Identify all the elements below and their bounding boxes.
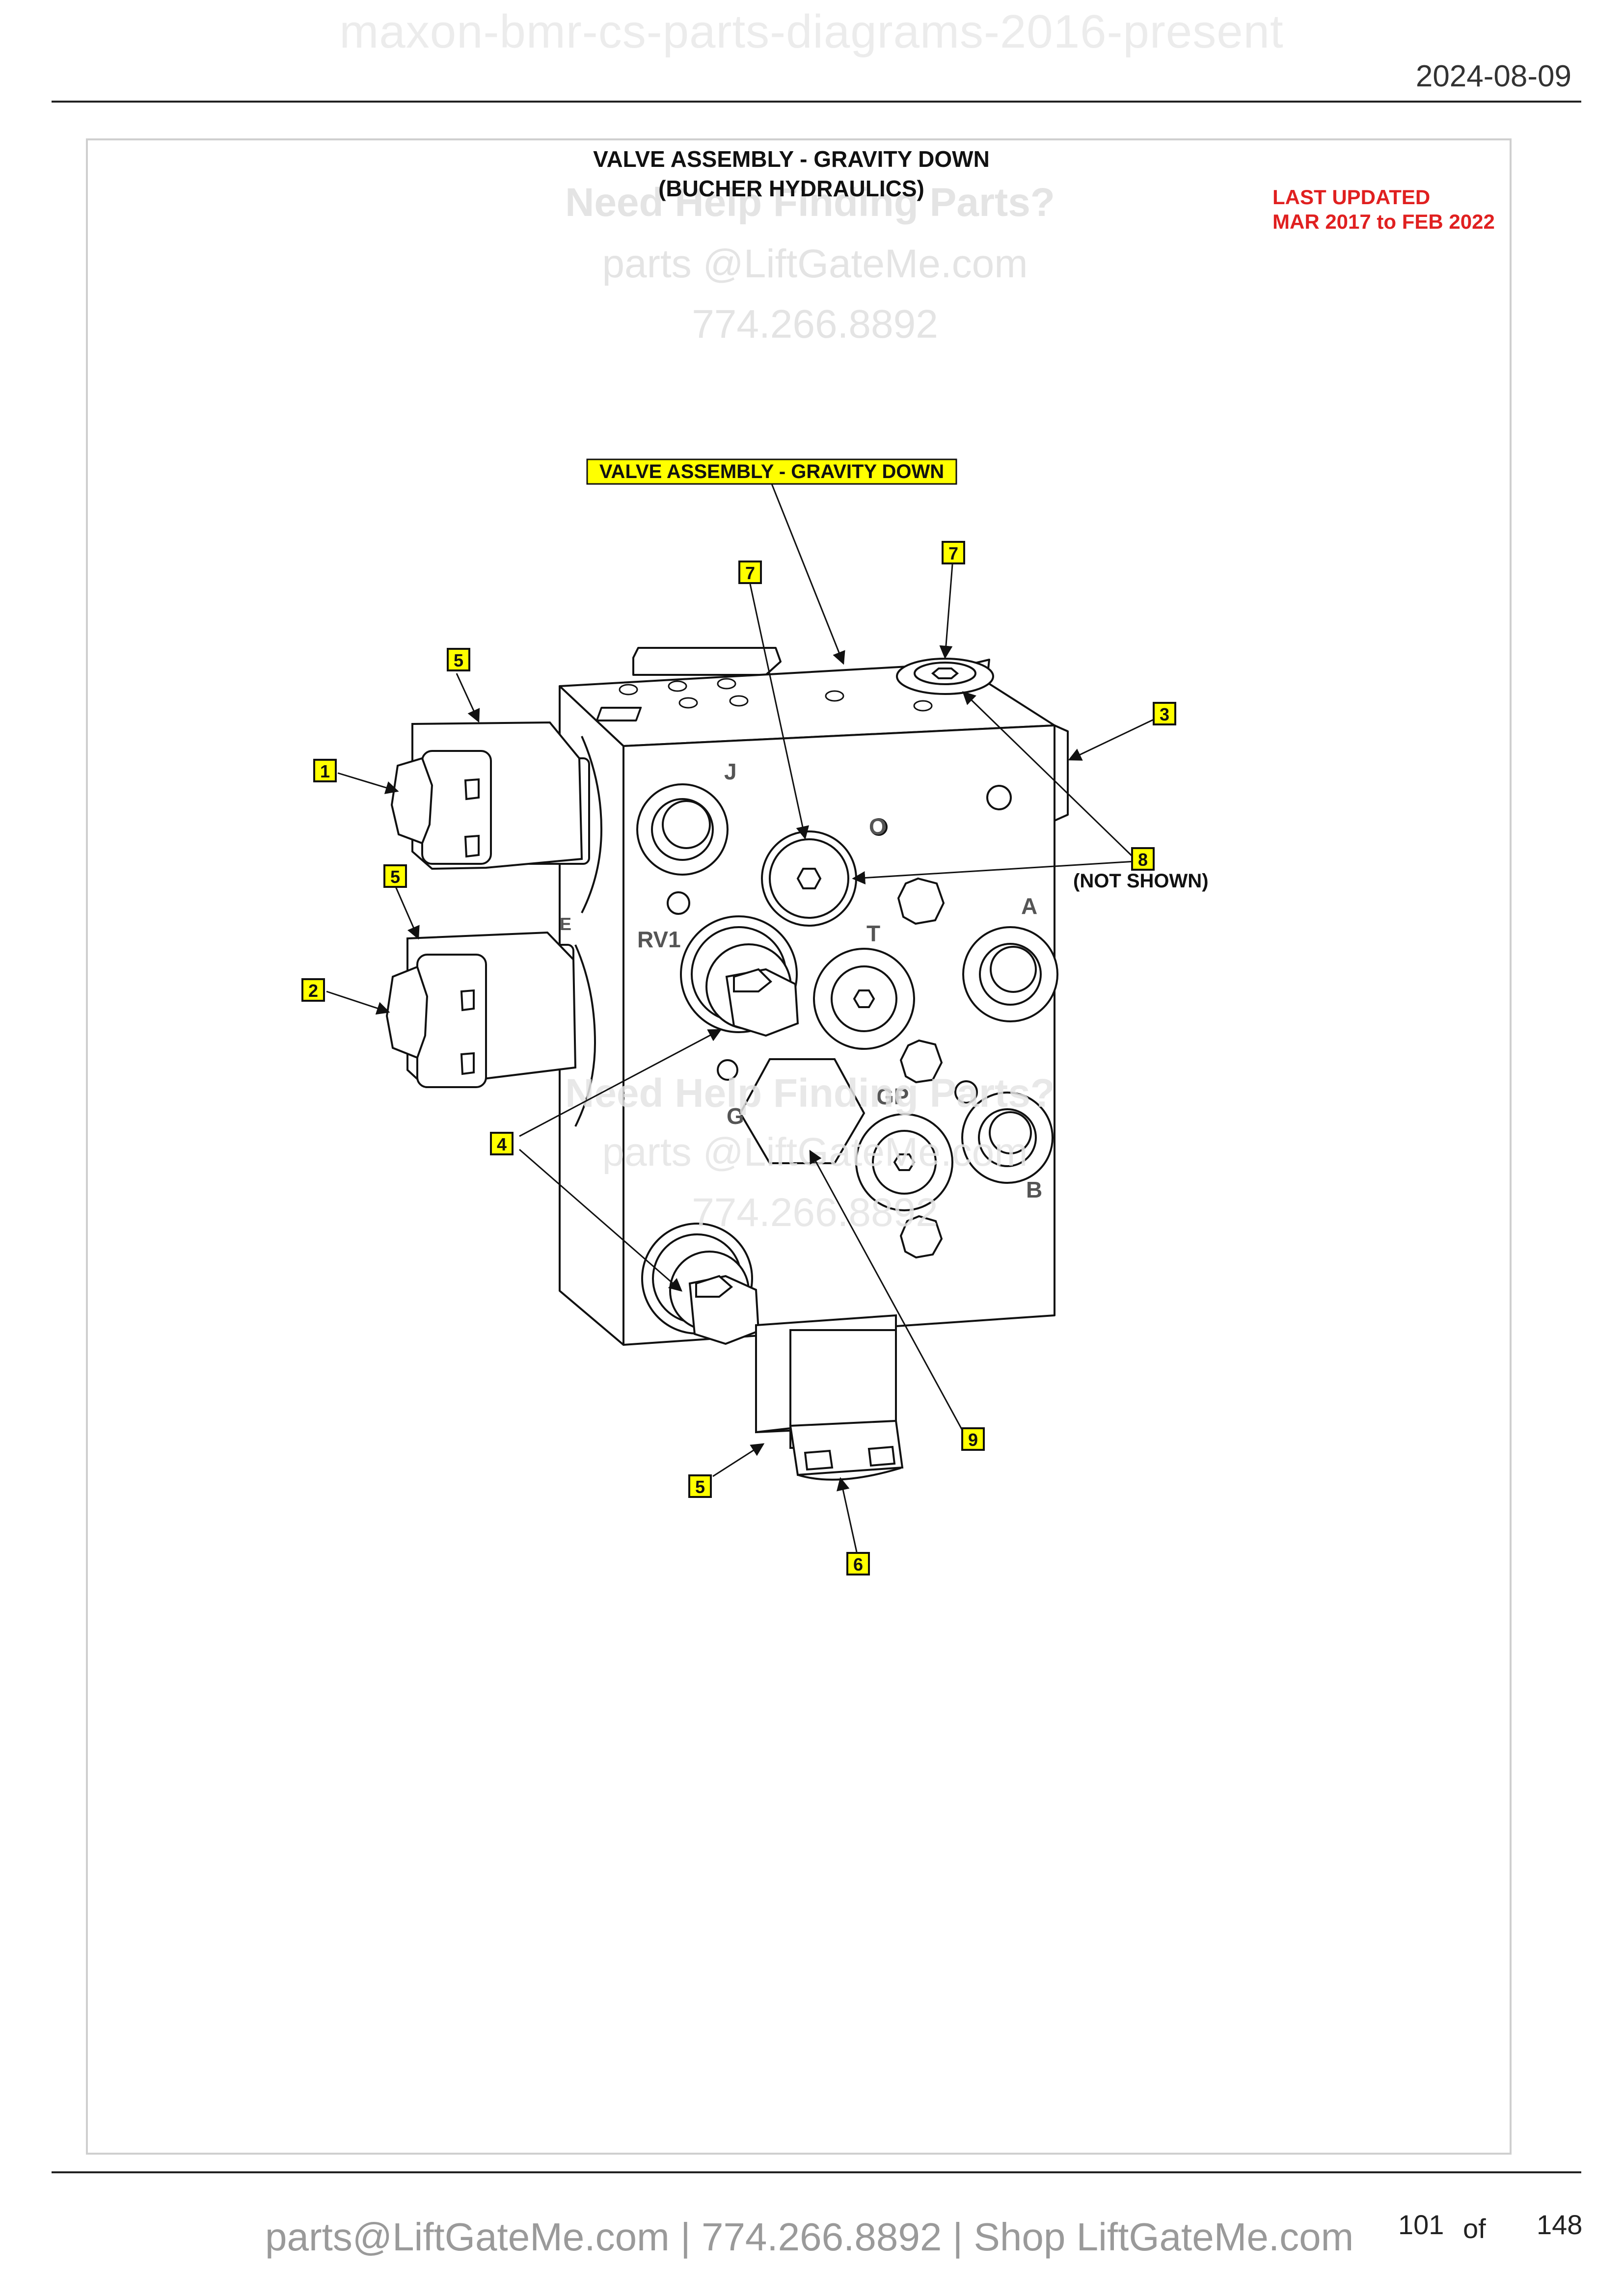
callout-8: 8	[1138, 850, 1148, 870]
diagram-subtitle: (BUCHER HYDRAULICS)	[658, 176, 924, 201]
not-shown-note: (NOT SHOWN)	[1073, 870, 1209, 892]
callout-7-right: 7	[948, 543, 958, 563]
watermark-phone-top: 774.266.8892	[692, 302, 938, 347]
callout-5-lower: 5	[390, 867, 400, 887]
watermark-email-mid: parts @LiftGateMe.com	[602, 1130, 1028, 1175]
callout-3: 3	[1160, 704, 1169, 724]
port-label-e: E	[560, 914, 571, 934]
callout-9: 9	[968, 1430, 978, 1450]
solenoid-upper	[390, 721, 603, 913]
watermark-phone-mid: 774.266.8892	[692, 1190, 938, 1235]
assembly-tag: VALVE ASSEMBLY - GRAVITY DOWN	[599, 461, 944, 482]
port-label-gp: GP	[876, 1084, 909, 1109]
top-holes	[619, 678, 933, 712]
callout-5-upper: 5	[454, 650, 463, 670]
assembly-tag-box	[586, 458, 957, 485]
callout-4: 4	[497, 1134, 507, 1154]
last-updated-range: MAR 2017 to FEB 2022	[1272, 210, 1495, 233]
page-number-current: 101	[1398, 2209, 1444, 2240]
port-label-t: T	[866, 921, 880, 946]
top-plug	[896, 658, 994, 695]
header-date: 2024-08-09	[1415, 59, 1571, 93]
diagram-frame	[86, 138, 1512, 2155]
doc-title-watermark: maxon-bmr-cs-parts-diagrams-2016-present	[339, 5, 1284, 58]
watermark-help-top: Need Help Finding Parts?	[565, 180, 1055, 225]
port-label-b: B	[1026, 1177, 1042, 1202]
diagram-title: VALVE ASSEMBLY - GRAVITY DOWN	[593, 146, 990, 172]
callout-5-bottom: 5	[695, 1477, 705, 1497]
page-number-of: of	[1463, 2213, 1486, 2244]
front-ports	[636, 783, 1058, 1259]
callout-7-left: 7	[745, 563, 755, 583]
watermark-email-top: parts @LiftGateMe.com	[602, 241, 1028, 286]
port-label-rv1: RV1	[637, 927, 681, 952]
port-label-a: A	[1021, 893, 1037, 919]
footer-contact: parts@LiftGateMe.com | 774.266.8892 | Sh…	[265, 2215, 1354, 2259]
callout-6: 6	[853, 1554, 863, 1575]
relief-valve-lower	[641, 1223, 760, 1345]
solenoid-bottom	[755, 1314, 904, 1481]
port-label-g: G	[727, 1103, 744, 1129]
page-number-total: 148	[1537, 2209, 1583, 2240]
port-label-j: J	[724, 759, 737, 784]
relief-valve-upper	[680, 915, 799, 1037]
callout-1: 1	[320, 761, 330, 781]
footer-rule	[52, 2171, 1581, 2173]
port-label-o: O	[869, 814, 887, 839]
watermark-help-mid: Need Help Finding Parts?	[565, 1071, 1055, 1116]
header-rule	[52, 101, 1581, 103]
callout-2: 2	[308, 981, 318, 1001]
solenoid-lower	[385, 931, 596, 1127]
last-updated-label: LAST UPDATED	[1272, 186, 1430, 209]
